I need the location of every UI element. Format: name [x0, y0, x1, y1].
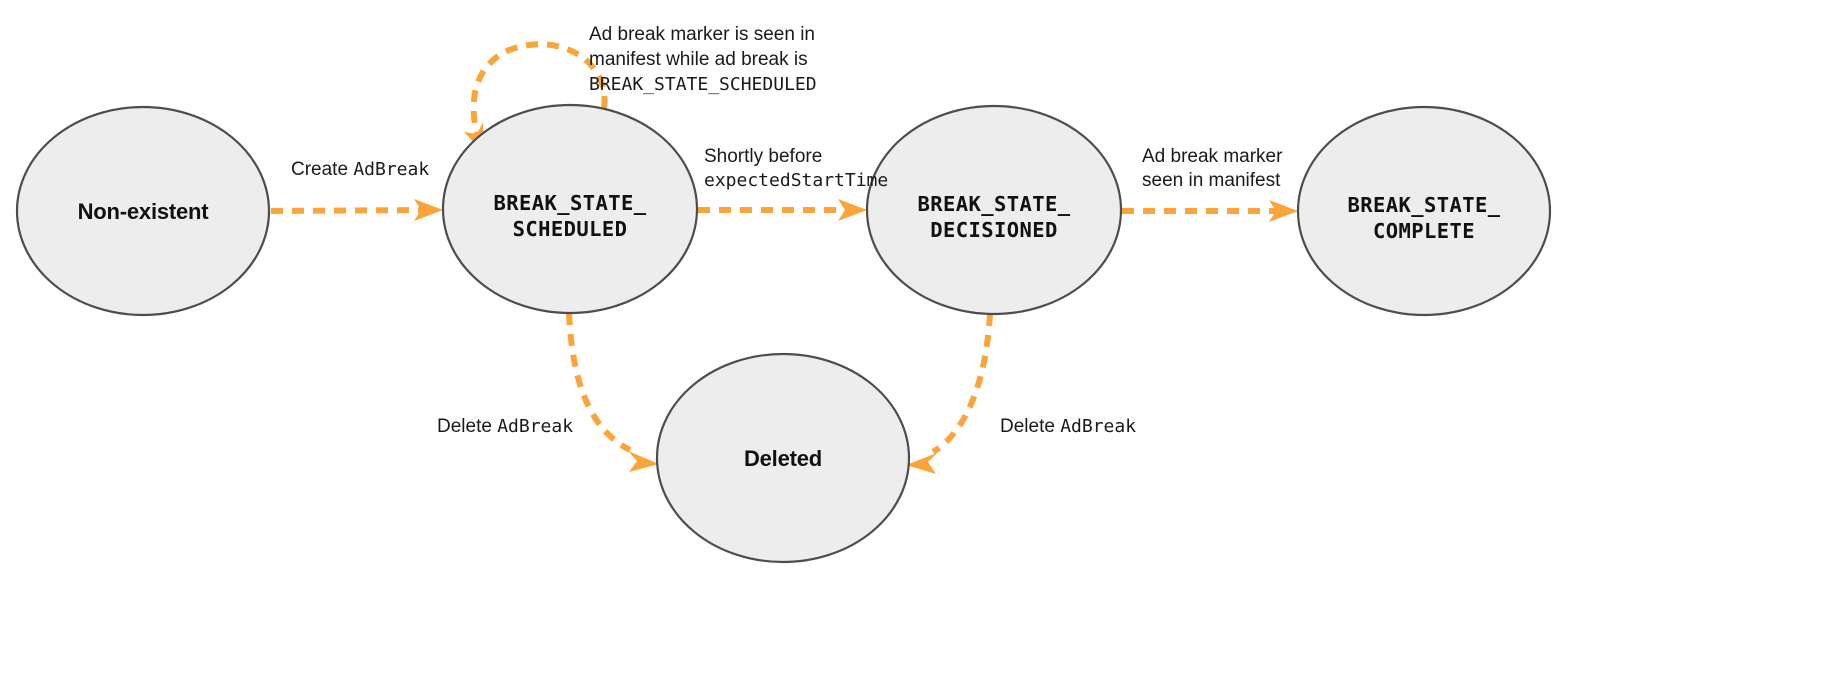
edge-scheduled-self-loop-path	[470, 41, 608, 141]
run-mono: AdBreak	[497, 416, 573, 437]
edge-label-scheduled-self-loop-line-0: Ad break marker is seen in	[589, 24, 815, 45]
edge-label-decisioned-to-complete-line-0: Ad break marker	[1142, 146, 1283, 167]
edge-label-scheduled-self-loop: Ad break marker is seen in manifest whil…	[589, 24, 817, 95]
edge-decisioned-to-complete-arrowhead	[1269, 200, 1298, 222]
run-mono: AdBreak	[353, 159, 429, 180]
node-deleted-shape	[655, 352, 911, 564]
node-break-state-decisioned-shape	[865, 104, 1123, 316]
edge-label-decisioned-to-complete: Ad break marker seen in manifest	[1142, 146, 1283, 191]
node-break-state-scheduled-shape	[441, 103, 699, 315]
edge-label-scheduled-to-deleted-line-0: Delete AdBreak	[437, 416, 573, 437]
node-deleted-label-line-0: Deleted	[744, 446, 822, 471]
edge-label-scheduled-to-decisioned-line-0: Shortly before	[704, 146, 822, 167]
run-sans: Delete	[1000, 416, 1060, 437]
node-non-existent-label-line-0: Non-existent	[78, 199, 210, 224]
edge-label-decisioned-to-complete-line-1: seen in manifest	[1142, 170, 1281, 191]
edge-decisioned-to-deleted[interactable]	[906, 313, 993, 474]
edge-create-adbreak-path	[270, 207, 432, 214]
edge-scheduled-to-deleted-arrowhead	[628, 451, 659, 472]
node-break-state-scheduled[interactable]: BREAK_STATE_ SCHEDULED	[441, 103, 699, 315]
edge-create-adbreak-arrowhead	[414, 199, 443, 221]
node-break-state-complete-label-line-0: BREAK_STATE_	[1348, 193, 1501, 217]
node-non-existent[interactable]: Non-existent	[15, 105, 271, 317]
edge-label-create-adbreak: Create AdBreak	[291, 159, 429, 180]
edge-label-scheduled-to-decisioned-line-1: expectedStartTime	[704, 170, 888, 191]
node-break-state-decisioned-label-line-1: DECISIONED	[930, 218, 1057, 242]
node-break-state-scheduled-label-line-0: BREAK_STATE_	[494, 191, 647, 215]
node-break-state-complete-label-line-1: COMPLETE	[1373, 219, 1475, 243]
node-break-state-complete[interactable]: BREAK_STATE_ COMPLETE	[1296, 105, 1552, 317]
node-break-state-complete-shape	[1296, 105, 1552, 317]
node-break-state-decisioned-label-line-0: BREAK_STATE_	[918, 192, 1071, 216]
edge-label-scheduled-self-loop-line-1: manifest while ad break is	[589, 49, 808, 70]
edge-label-decisioned-to-deleted-line-0: Delete AdBreak	[1000, 416, 1136, 437]
run-sans: Create	[291, 159, 353, 180]
run-mono: AdBreak	[1060, 416, 1136, 437]
edge-scheduled-to-decisioned[interactable]	[698, 199, 867, 221]
edge-decisioned-to-deleted-arrowhead	[906, 453, 937, 474]
edge-create-adbreak[interactable]	[270, 199, 443, 221]
edge-label-decisioned-to-deleted: Delete AdBreak	[1000, 416, 1136, 437]
edge-label-scheduled-to-deleted: Delete AdBreak	[437, 416, 573, 437]
node-break-state-scheduled-label-line-1: SCHEDULED	[513, 217, 628, 241]
node-non-existent-shape	[15, 105, 271, 317]
edge-scheduled-to-deleted-path	[566, 312, 632, 453]
node-deleted[interactable]: Deleted	[655, 352, 911, 564]
edge-scheduled-to-deleted[interactable]	[566, 312, 659, 472]
edge-label-scheduled-self-loop-line-2: BREAK_STATE_SCHEDULED	[589, 74, 817, 95]
node-break-state-decisioned[interactable]: BREAK_STATE_ DECISIONED	[865, 104, 1123, 316]
run-sans: Delete	[437, 416, 497, 437]
edge-label-create-adbreak-line-0: Create AdBreak	[291, 159, 429, 180]
edge-scheduled-to-decisioned-arrowhead	[838, 199, 867, 221]
edge-decisioned-to-deleted-path	[931, 313, 993, 455]
edge-decisioned-to-complete[interactable]	[1122, 200, 1298, 222]
edge-label-scheduled-to-decisioned: Shortly before expectedStartTime	[704, 146, 888, 191]
